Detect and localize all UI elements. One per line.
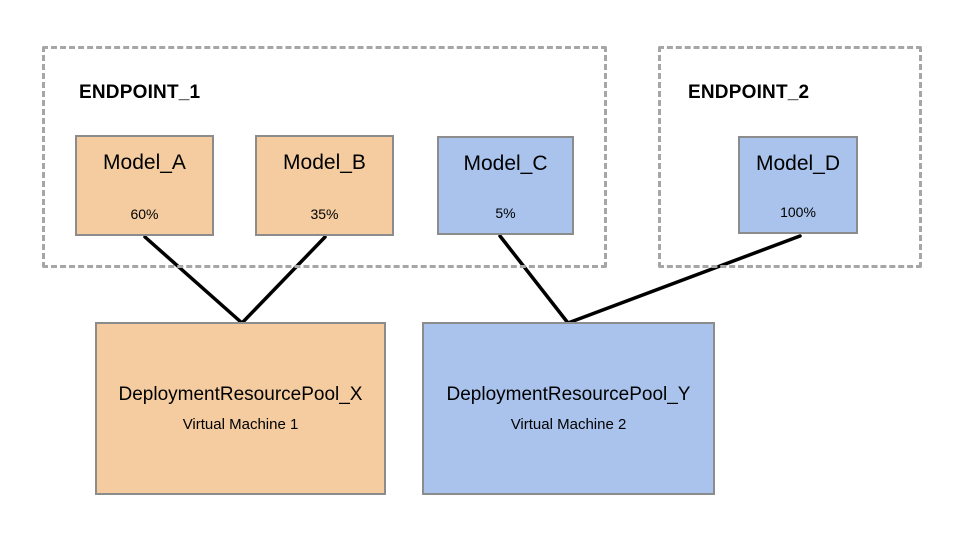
model-traffic-model-c: 5% (495, 205, 516, 221)
pool-box-pool-x[interactable]: DeploymentResourcePool_X Virtual Machine… (95, 322, 386, 495)
endpoint-group-endpoint-1[interactable] (42, 46, 607, 268)
model-name-model-a: Model_A (103, 151, 186, 174)
endpoint-label-endpoint-1: ENDPOINT_1 (79, 82, 201, 103)
endpoint-group-endpoint-2[interactable] (658, 46, 922, 268)
pool-name-pool-y: DeploymentResourcePool_Y (446, 384, 691, 405)
model-traffic-model-a: 60% (130, 206, 159, 222)
model-name-model-d: Model_D (755, 152, 841, 175)
model-box-model-d[interactable]: Model_D 100% (738, 136, 858, 234)
model-box-model-c[interactable]: Model_C 5% (437, 136, 574, 235)
model-traffic-model-d: 100% (780, 204, 816, 220)
pool-machine-pool-x: Virtual Machine 1 (182, 416, 299, 433)
pool-machine-pool-y: Virtual Machine 2 (510, 416, 627, 433)
pool-name-pool-x: DeploymentResourcePool_X (118, 384, 363, 405)
endpoint-label-endpoint-2: ENDPOINT_2 (688, 82, 810, 103)
model-box-model-b[interactable]: Model_B 35% (255, 135, 394, 236)
model-name-model-b: Model_B (283, 151, 366, 174)
pool-box-pool-y[interactable]: DeploymentResourcePool_Y Virtual Machine… (422, 322, 715, 495)
model-traffic-model-b: 35% (310, 206, 339, 222)
model-box-model-a[interactable]: Model_A 60% (75, 135, 214, 236)
model-name-model-c: Model_C (463, 152, 548, 175)
